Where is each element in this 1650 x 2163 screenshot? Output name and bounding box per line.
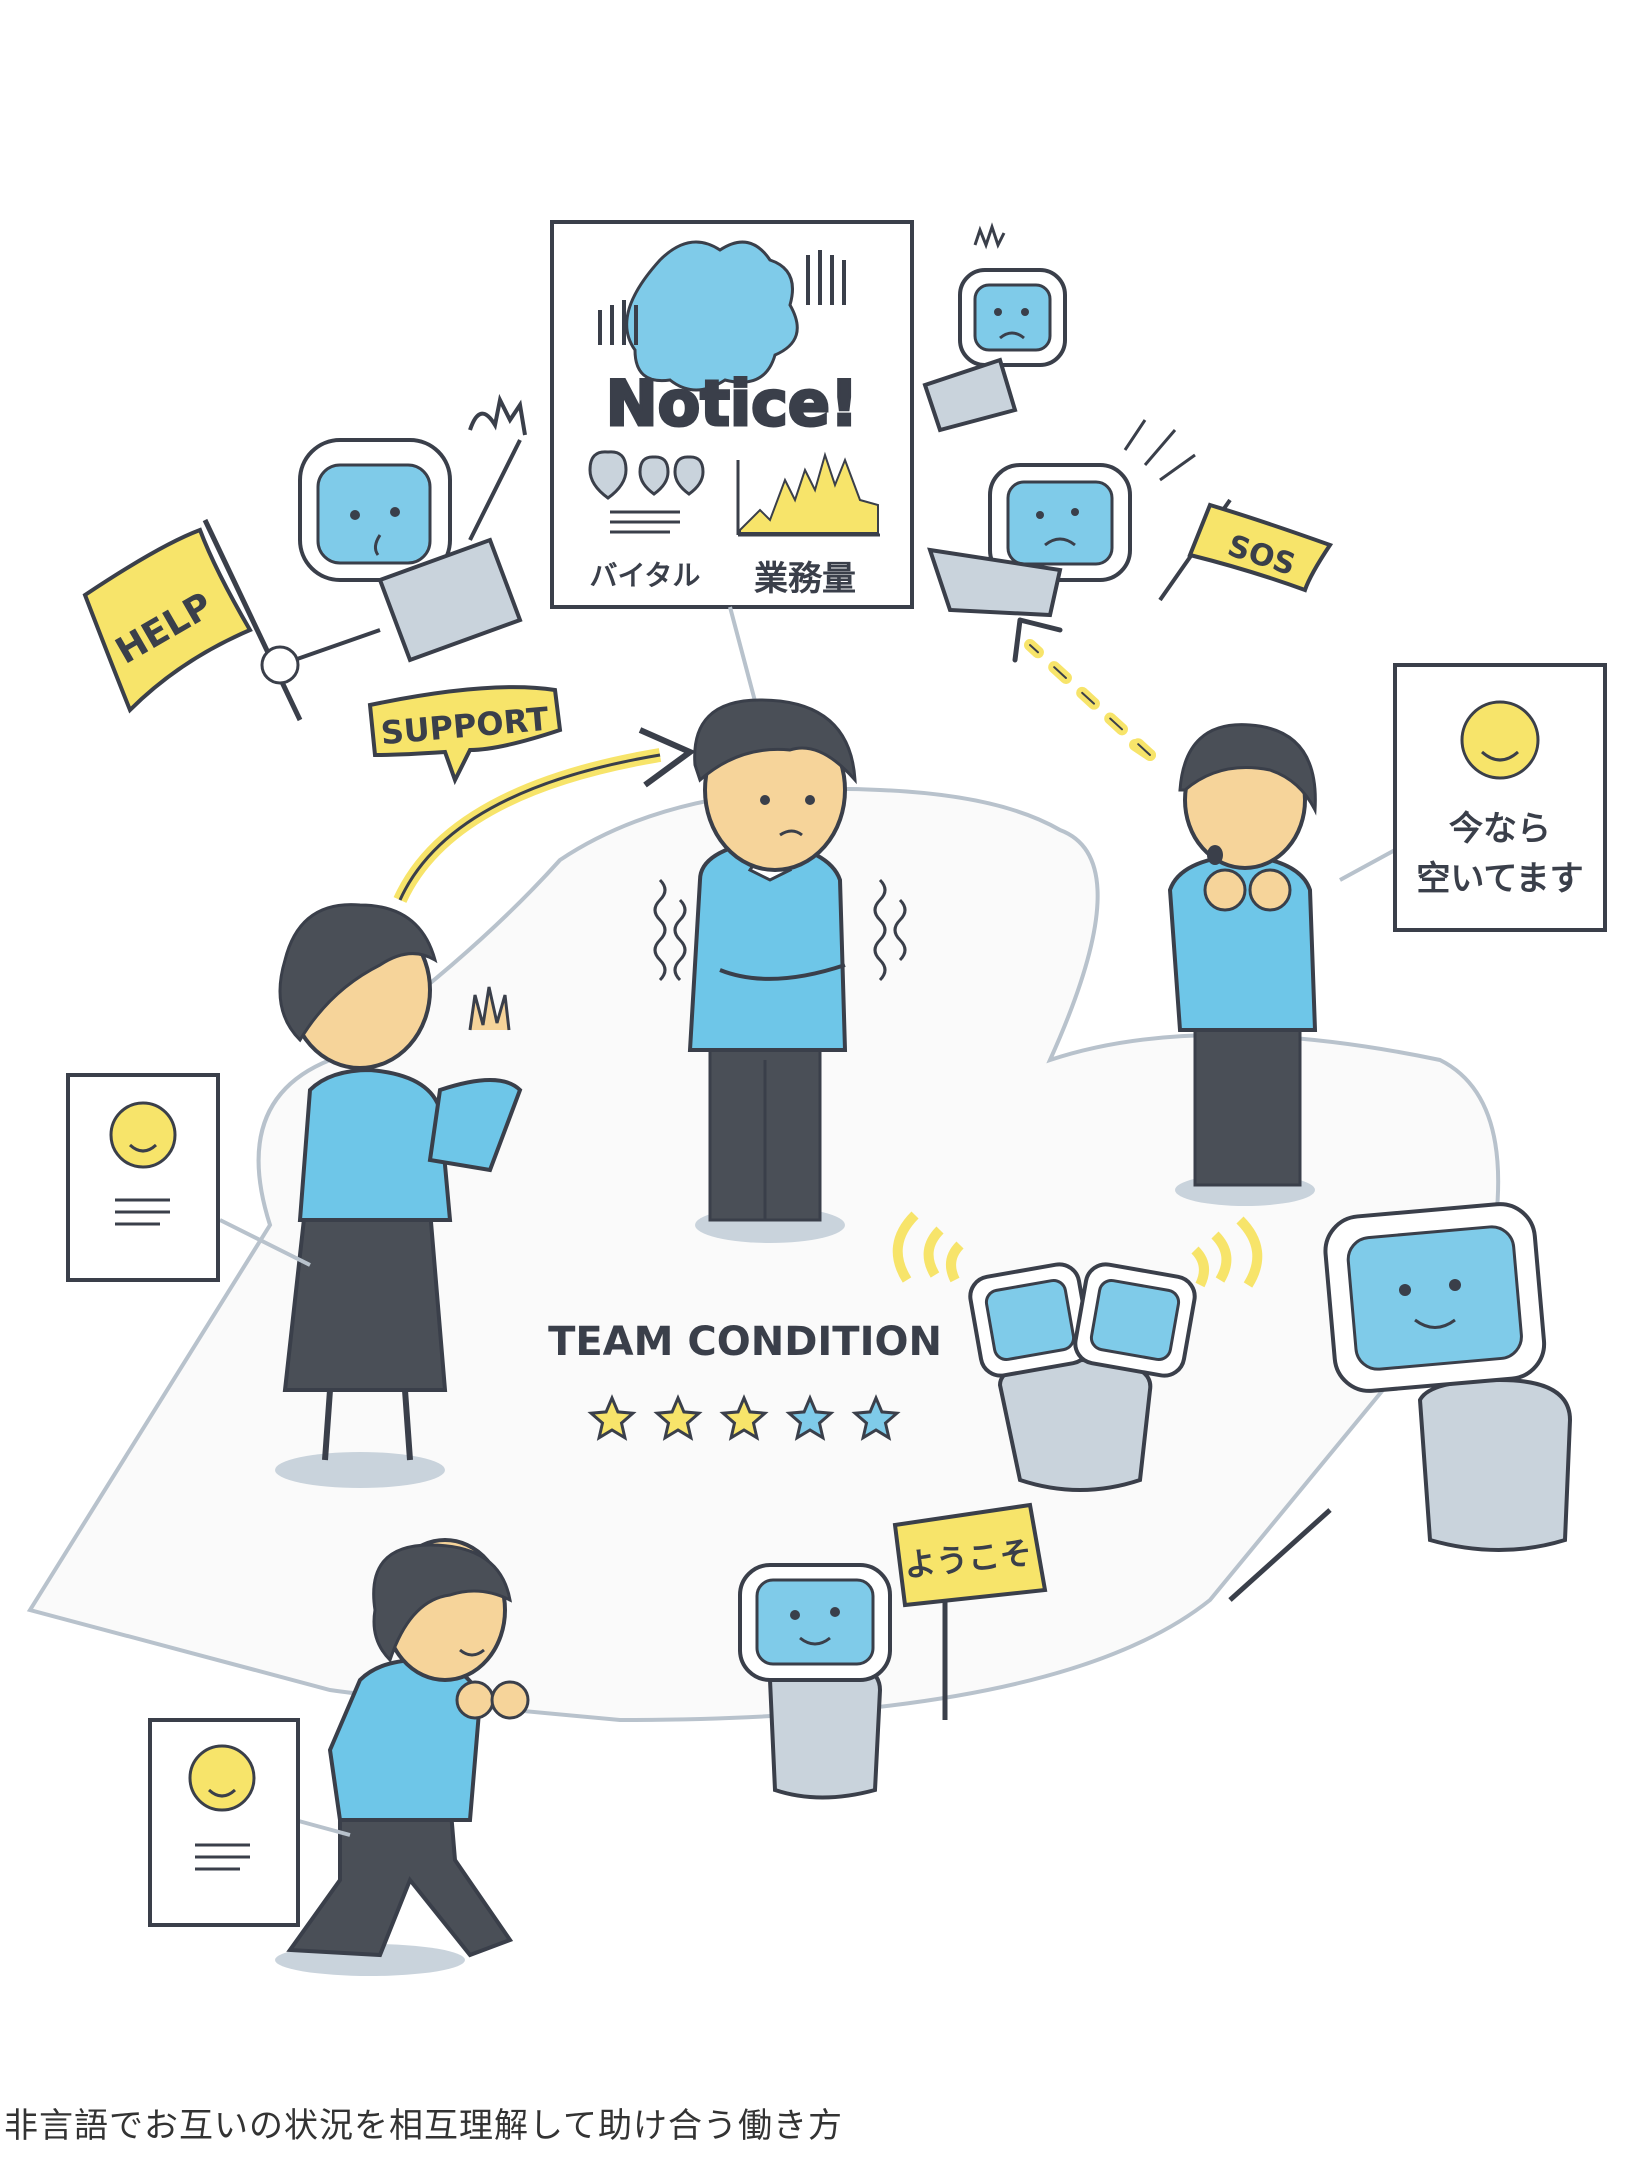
arrow-head-icon xyxy=(638,727,696,788)
help-flag xyxy=(82,527,253,714)
robot-pointer xyxy=(1228,1202,1573,1602)
worried-face-icon xyxy=(625,240,799,392)
robot-worried-top xyxy=(922,222,1067,433)
smile-icon xyxy=(1460,700,1540,780)
supporting-woman xyxy=(275,903,523,1488)
star-filled-icon xyxy=(587,1394,637,1441)
team-condition-label: TEAM CONDITION xyxy=(548,1319,942,1365)
vital-label: バイタル xyxy=(590,559,701,592)
smile-icon xyxy=(109,1101,177,1169)
welcome-sign xyxy=(892,1502,1048,1608)
left-card xyxy=(66,1073,311,1282)
new-member-woman xyxy=(275,1538,530,1976)
smile-icon xyxy=(188,1744,256,1812)
notice-board: Notice! バイタル 業務量 xyxy=(550,220,914,721)
available-card: 今なら 空いてます xyxy=(1339,663,1607,932)
robot-help: HELP xyxy=(82,393,527,722)
workload-label: 業務量 xyxy=(754,559,856,599)
condition-stars xyxy=(587,1394,901,1441)
available-woman xyxy=(1167,723,1318,1206)
workload-chart-icon xyxy=(736,451,880,537)
available-line1: 今なら xyxy=(1449,809,1551,849)
star-empty-icon xyxy=(851,1394,901,1441)
team-condition: TEAM CONDITION xyxy=(548,1319,942,1441)
twin-robots xyxy=(892,1211,1263,1492)
notice-title: Notice! xyxy=(606,367,858,440)
robot-welcome: ようこそ xyxy=(738,1502,1048,1800)
caption: 非言語でお互いの状況を相互理解して助け合う働き方 xyxy=(4,2106,843,2146)
robot-sos: SOS xyxy=(927,419,1334,618)
sos-flag xyxy=(1187,502,1334,593)
heart-icon xyxy=(588,450,705,500)
star-filled-icon xyxy=(719,1394,769,1441)
available-line2: 空いてます xyxy=(1416,859,1583,899)
support-bubble: SUPPORT xyxy=(367,685,563,786)
bottom-left-card xyxy=(148,1718,351,1927)
star-empty-icon xyxy=(785,1394,835,1441)
star-filled-icon xyxy=(653,1394,703,1441)
dashed-arrow xyxy=(1012,617,1156,761)
stressed-man xyxy=(653,698,907,1243)
